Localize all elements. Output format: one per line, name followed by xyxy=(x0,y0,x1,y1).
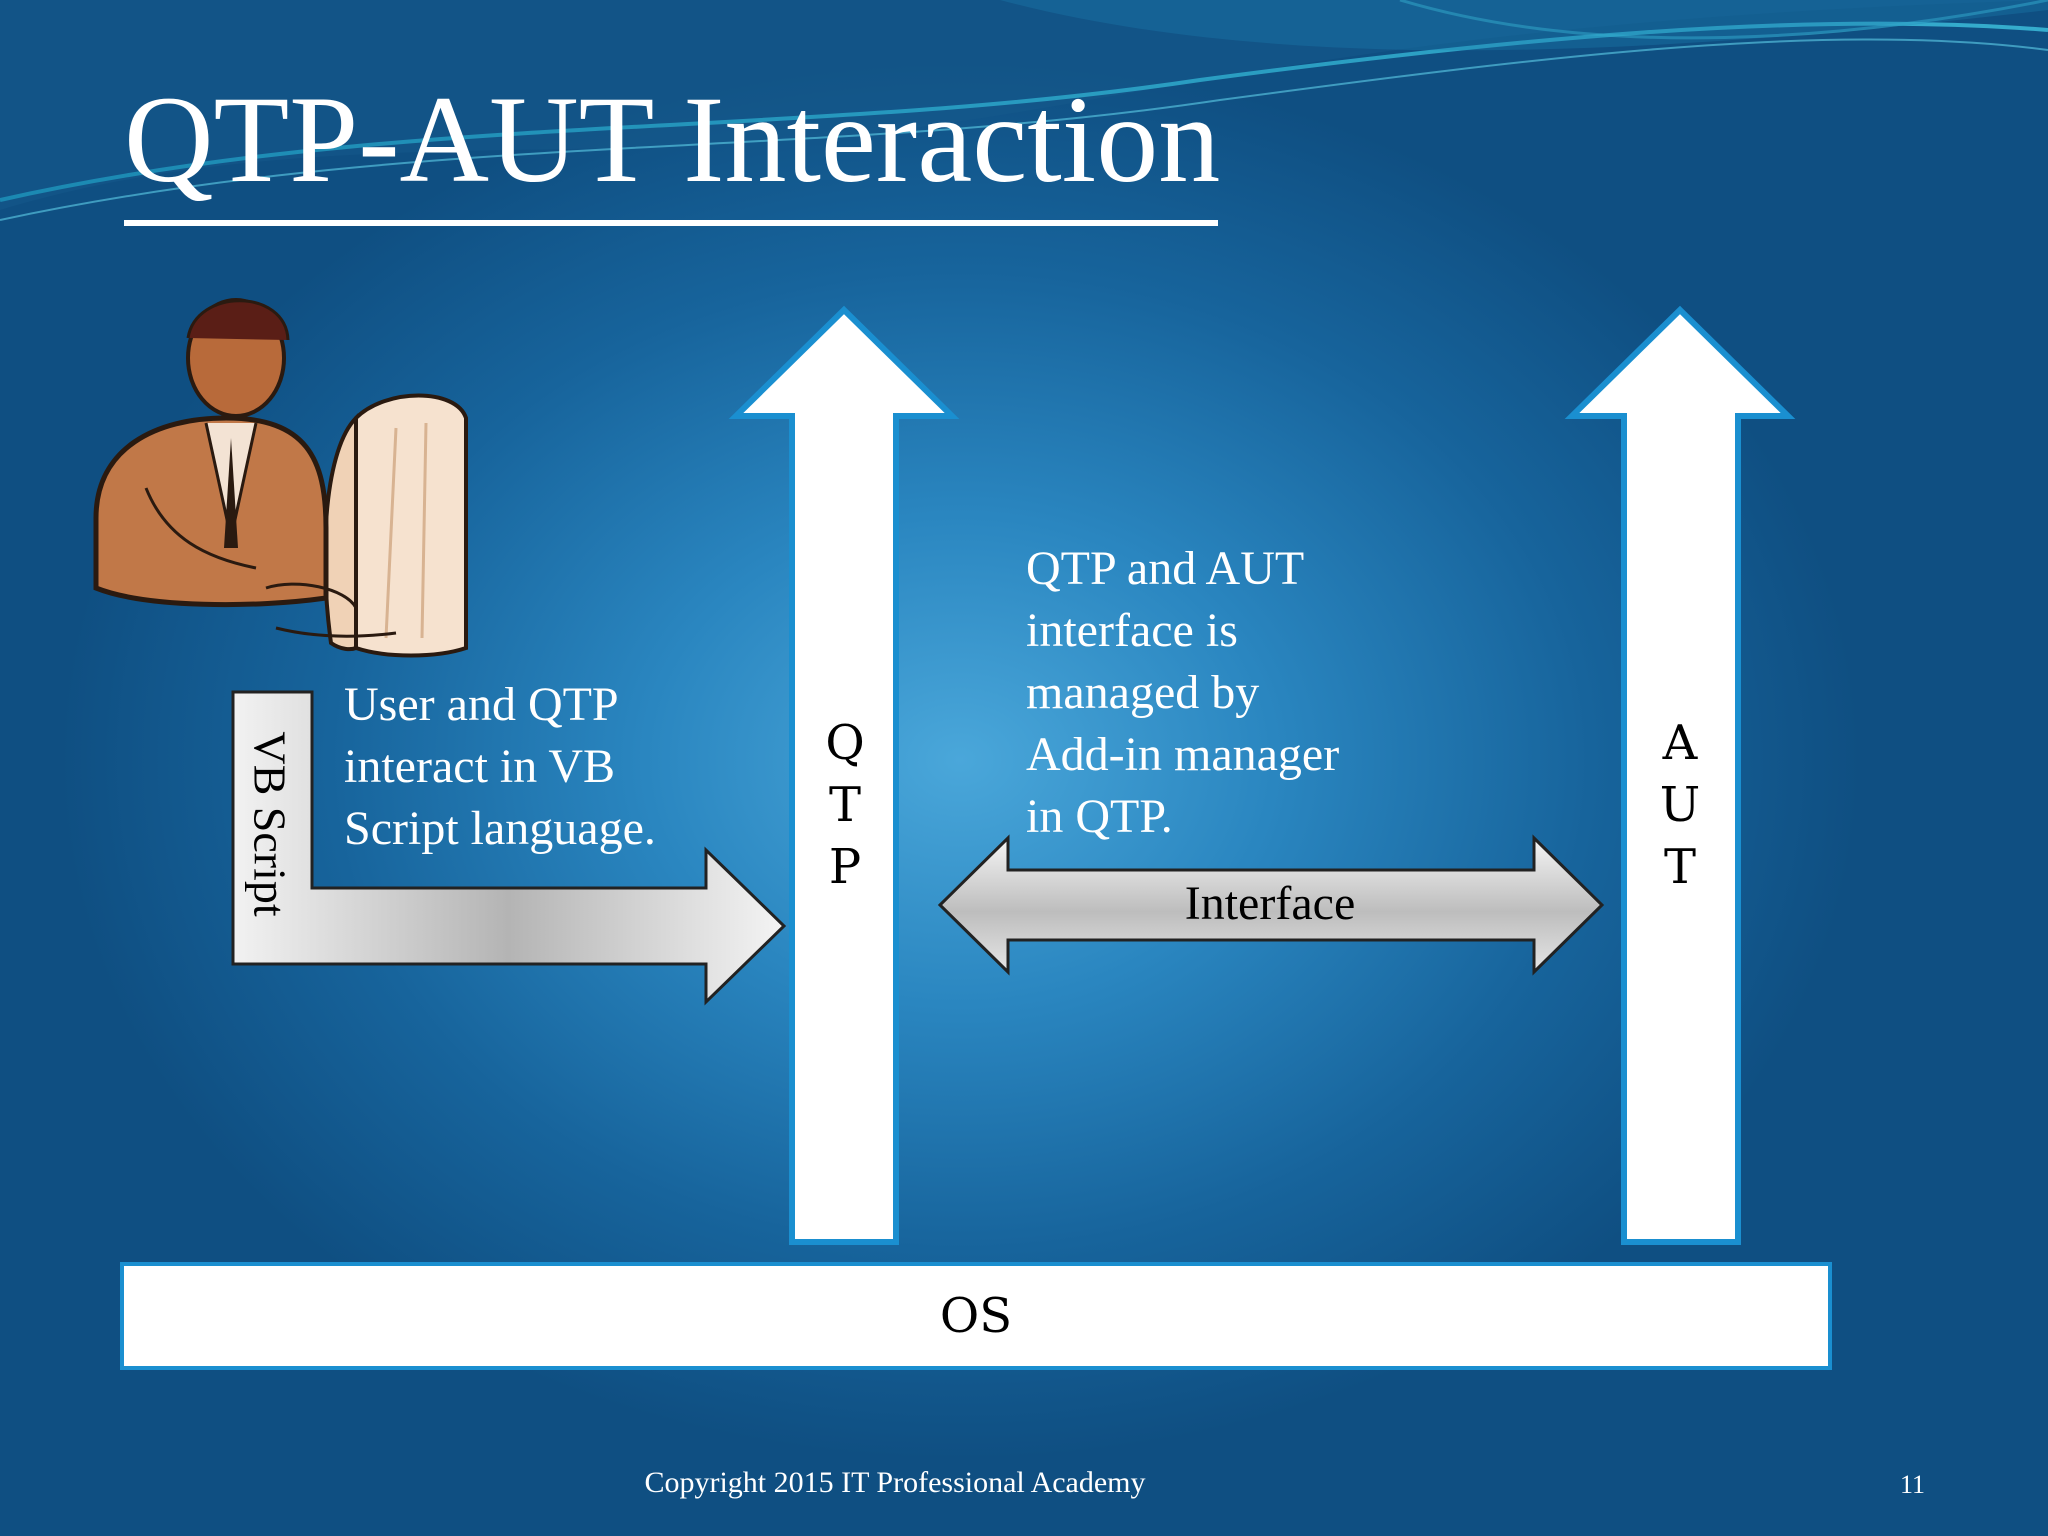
vbscript-bent-arrow xyxy=(231,690,787,1006)
interface-label: Interface xyxy=(1184,877,1356,930)
aut-arrow xyxy=(1564,305,1796,1245)
aut-letter: T xyxy=(1663,839,1696,895)
vbscript-label: VB Script xyxy=(230,694,310,954)
text-line: User and QTP xyxy=(344,678,619,731)
qtp-letter: P xyxy=(828,839,862,895)
aut-letter: U xyxy=(1659,777,1701,833)
user-qtp-description: User and QTP interact in VB Script langu… xyxy=(344,674,804,860)
interface-description: QTP and AUT interface is managed by Add-… xyxy=(1026,538,1446,848)
text-line: interact in VB xyxy=(344,740,616,793)
aut-letter: A xyxy=(1662,715,1698,771)
qtp-label: Q T P xyxy=(805,712,885,898)
text-line: in QTP. xyxy=(1026,790,1173,843)
footer-copyright: Copyright 2015 IT Professional Academy xyxy=(644,1466,1146,1499)
text-line: QTP and AUT xyxy=(1026,542,1305,595)
page-number: 11 xyxy=(1900,1470,1926,1499)
qtp-arrow xyxy=(728,305,960,1245)
aut-label: A U T xyxy=(1640,712,1720,898)
os-label: OS xyxy=(939,1288,1013,1344)
text-line: interface is xyxy=(1026,604,1238,657)
text-line: Add-in manager xyxy=(1026,728,1340,781)
qtp-letter: Q xyxy=(825,715,865,771)
text-line: Script language. xyxy=(344,802,656,855)
vbscript-label-text: VB Script xyxy=(244,731,296,917)
interface-double-arrow xyxy=(937,834,1605,976)
title-underline xyxy=(124,220,1218,226)
os-box: OS xyxy=(120,1262,1832,1370)
wave-decoration xyxy=(0,0,2048,221)
qtp-letter: T xyxy=(828,777,861,833)
slide-title: QTP-AUT Interaction xyxy=(124,71,1221,208)
user-at-computer-clipart-icon xyxy=(93,298,468,658)
text-line: managed by xyxy=(1026,666,1260,719)
